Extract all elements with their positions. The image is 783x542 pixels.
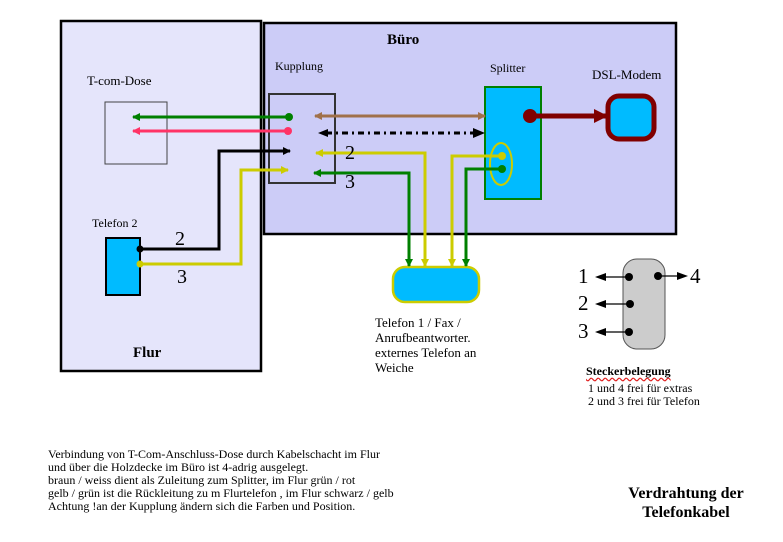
- wire-black-telefon2: [140, 147, 291, 251]
- telefon2-pin-black: [136, 245, 144, 253]
- pinout-title: Steckerbelegung: [586, 364, 671, 378]
- kupplung-box: [268, 93, 336, 184]
- pin-1-label: 1: [578, 264, 589, 288]
- telefon1-box: [391, 265, 481, 304]
- kupplung-label: Kupplung: [275, 59, 323, 73]
- pin-1-arrowhead: [595, 273, 606, 281]
- telefon1-label-line: Anrufbeantworter.: [375, 330, 471, 345]
- title-line: Telefonkabel: [642, 504, 730, 521]
- wire-green-kupplung-telefon1: [313, 169, 411, 200]
- telefon2-label: Telefon 2: [92, 216, 138, 230]
- telefon2-box: [105, 237, 141, 296]
- pin-2-arrowhead: [595, 300, 606, 308]
- telefon1-label-line: externes Telefon an: [375, 345, 477, 360]
- tcom-dose-label: T-com-Dose: [87, 73, 152, 88]
- room-flur-label: Flur: [133, 345, 162, 361]
- pin-4-arrowhead: [677, 272, 688, 280]
- splitter-dsl-port: [523, 109, 537, 123]
- wiring-description: Verbindung von T-Com-Anschluss-Dose durc…: [48, 448, 394, 513]
- kupplung-wire-2-label: 2: [345, 142, 355, 164]
- splitter-pin-green: [498, 165, 506, 173]
- pinout-legend: Steckerbelegung 1 und 4 frei für extras …: [586, 365, 700, 408]
- kupplung-pin-green: [285, 113, 293, 121]
- telefon2-pin-yellow: [136, 260, 144, 268]
- pinout-line: 1 und 4 frei für extras: [588, 381, 693, 395]
- splitter-label: Splitter: [490, 61, 526, 75]
- wire-yellow-splitter-telefon1: [448, 154, 502, 267]
- description-line: und über die Holzdecke im Büro ist 4-adr…: [48, 460, 309, 474]
- wire-yellow-telefon2: [140, 166, 289, 266]
- description-line: Verbindung von T-Com-Anschluss-Dose durc…: [48, 447, 380, 461]
- pinout-line: 2 und 3 frei für Telefon: [588, 394, 700, 408]
- tcom-dose-box: [104, 101, 168, 165]
- pin-3-arrowhead: [595, 328, 606, 336]
- telefon1-label-line: Weiche: [375, 360, 414, 375]
- diagram-title: Verdrahtung der Telefonkabel: [606, 484, 766, 522]
- dsl-modem-box: [605, 93, 657, 142]
- dotted-arrowhead-left: [318, 129, 328, 137]
- telefon2-wire-3-label: 3: [177, 266, 187, 288]
- telefon1-label-line: Telefon 1 / Fax /: [375, 315, 461, 330]
- telefon2-wire-2-label: 2: [175, 228, 185, 250]
- dsl-modem-label: DSL-Modem: [592, 67, 662, 82]
- splitter-pin-yellow: [498, 152, 506, 160]
- pin-3-label: 3: [578, 319, 589, 343]
- title-line: Verdrahtung der: [628, 485, 744, 502]
- telefon1-label: Telefon 1 / Fax / Anrufbeantworter. exte…: [375, 315, 476, 375]
- dotted-arrowhead-right: [473, 128, 485, 138]
- wire-green-splitter-telefon1: [462, 167, 502, 267]
- description-line: braun / weiss dient als Zuleitung zum Sp…: [48, 473, 356, 487]
- description-line: Achtung !an der Kupplung ändern sich die…: [48, 499, 356, 513]
- splitter-box: [484, 86, 542, 200]
- room-flur: [59, 19, 263, 373]
- pin-4-label: 4: [690, 264, 701, 288]
- kupplung-pin-red: [284, 127, 292, 135]
- pin-2-label: 2: [578, 291, 589, 315]
- kupplung-wire-3-label: 3: [345, 171, 355, 193]
- room-buero-label: Büro: [387, 32, 420, 48]
- description-line: gelb / grün ist die Rückleitung zu m Flu…: [48, 486, 394, 500]
- splitter-phone-port: [489, 142, 513, 186]
